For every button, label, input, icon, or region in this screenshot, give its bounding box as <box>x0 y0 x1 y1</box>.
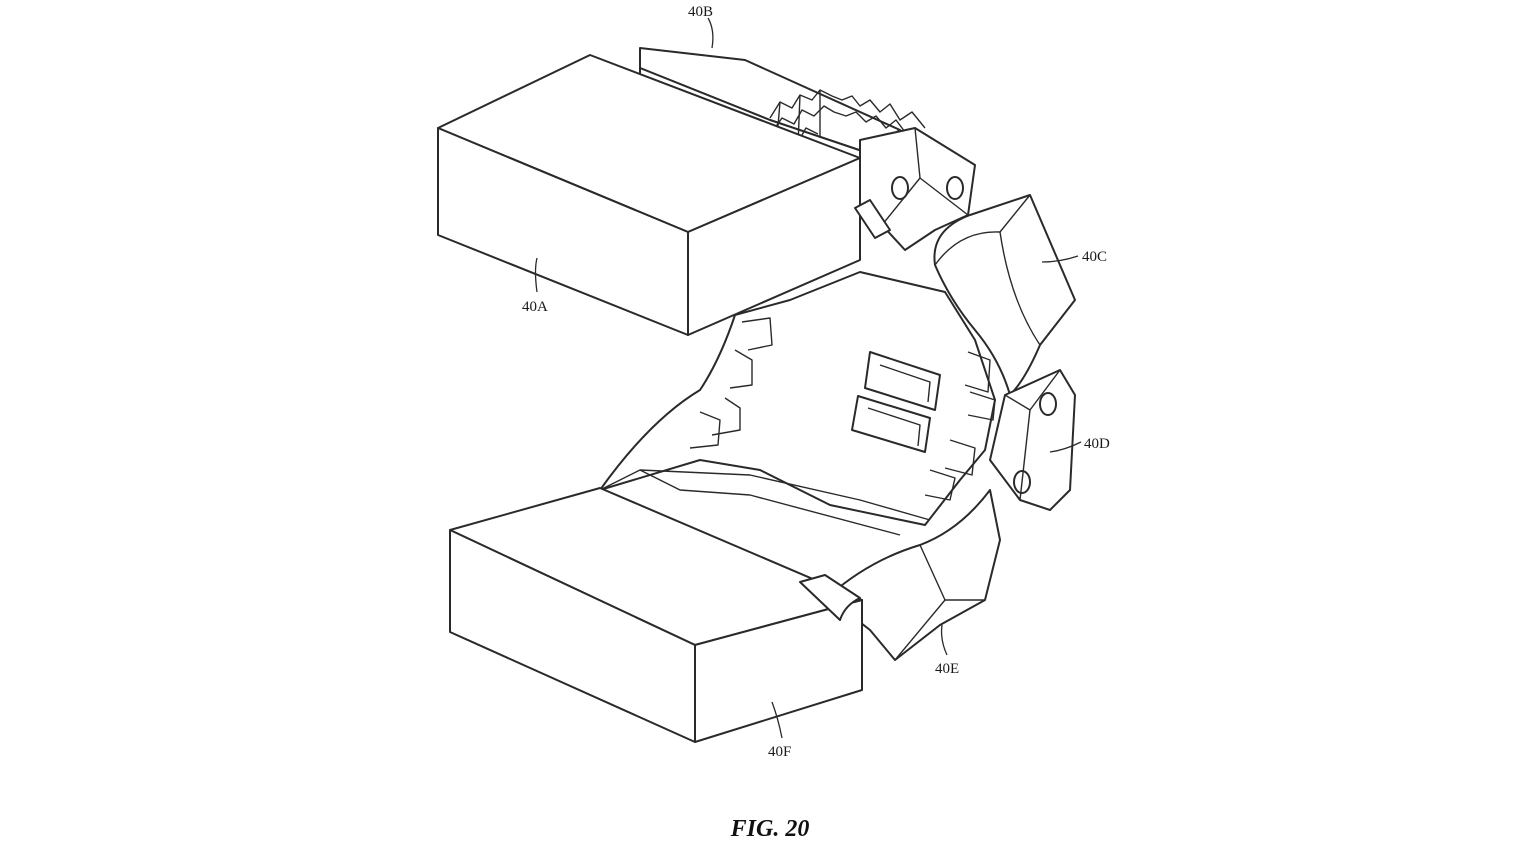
block-40a <box>437 54 891 336</box>
label-40a: 40A <box>522 299 548 315</box>
link-40c <box>933 194 1076 396</box>
block-40f <box>449 487 863 743</box>
label-40d: 40D <box>1084 436 1110 452</box>
block-40a-side <box>687 157 861 336</box>
notches-left <box>689 317 773 449</box>
label-40e: 40E <box>935 661 959 677</box>
leader-lines <box>534 17 1082 739</box>
slot-lower <box>851 395 931 453</box>
block-40f-side <box>694 599 863 743</box>
central-plate <box>599 271 996 536</box>
link-40e <box>829 489 1001 661</box>
notches-right <box>924 351 996 501</box>
hole-icon <box>1013 470 1031 494</box>
figure-caption: FIG. 20 <box>730 816 810 842</box>
label-40f: 40F <box>768 744 791 760</box>
link-40d <box>989 369 1076 511</box>
label-40c: 40C <box>1082 249 1107 265</box>
hole-icon <box>891 176 909 200</box>
hole-icon <box>946 176 964 200</box>
hole-icon <box>1039 392 1057 416</box>
label-40b: 40B <box>688 4 713 20</box>
reference-labels: 40B 40A 40C 40D 40E 40F <box>522 4 1110 760</box>
slot-upper <box>864 351 941 411</box>
